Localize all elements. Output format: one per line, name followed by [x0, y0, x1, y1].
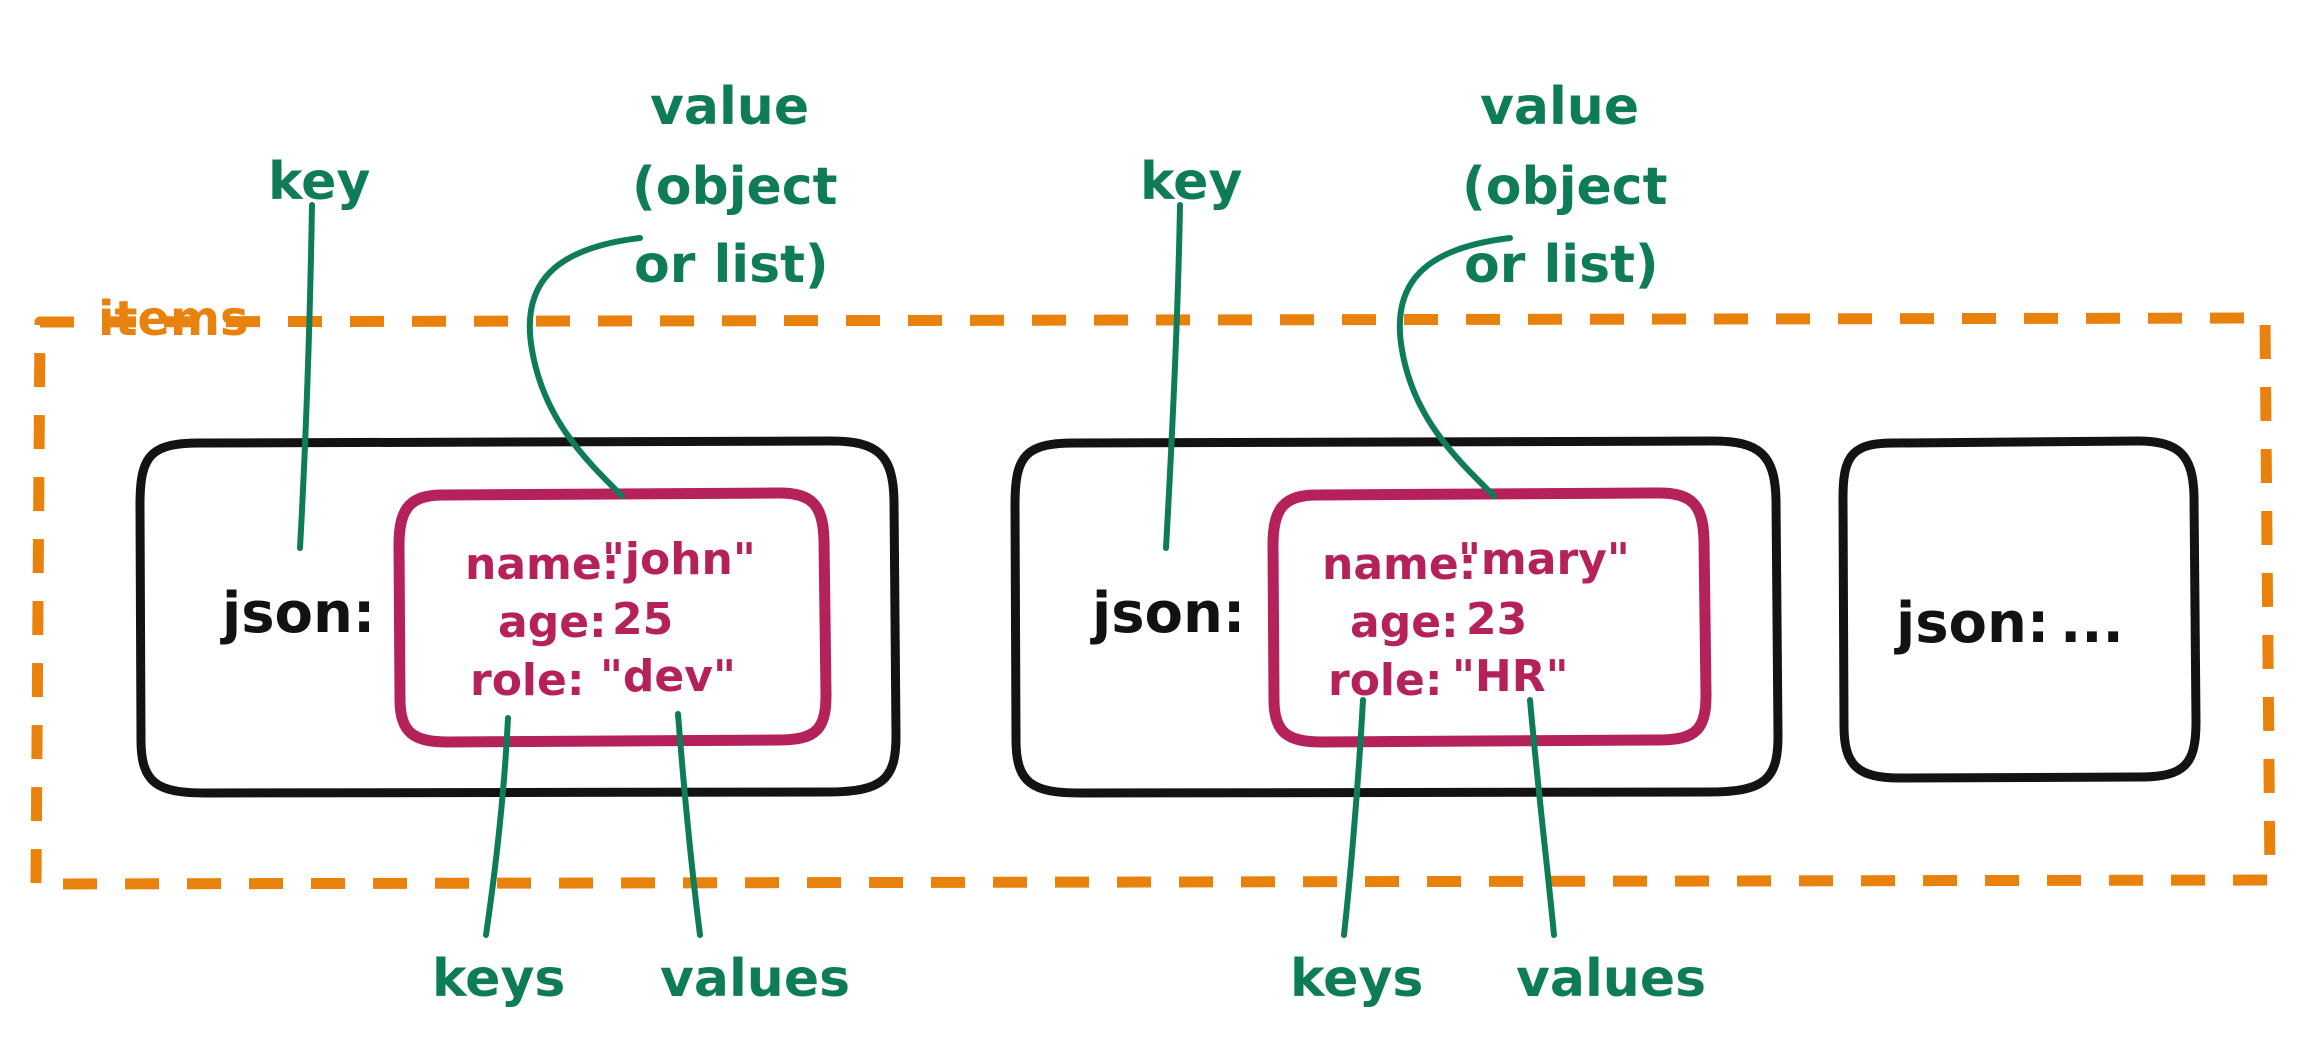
card-2-value-label-line2: (object — [1462, 157, 1668, 217]
card-1-line-3-value: "dev" — [600, 651, 736, 702]
card-2-value-label-line1: value — [1480, 77, 1639, 137]
card-1-keys-label: keys — [432, 949, 565, 1009]
card-2-value-box[interactable] — [1267, 487, 1712, 748]
card-2-outline[interactable] — [1010, 436, 1783, 798]
card-2-key-label: key — [1140, 152, 1242, 212]
card-2-line-3-key: role: — [1328, 655, 1442, 706]
card-1-value-leader-line — [526, 235, 643, 499]
items-label: items — [98, 291, 249, 347]
card-1-values-label: values — [660, 949, 850, 1009]
card-1-value-label-line3: or list) — [634, 235, 829, 295]
items-dashed-border — [30, 312, 2276, 890]
card-3-json-label: json: — [1894, 591, 2049, 656]
card-1-json-label: json: — [220, 581, 375, 646]
card-1-line-1-value: "john" — [602, 534, 756, 585]
card-1-value-label-line1: value — [650, 77, 809, 137]
card-1-line-2-key: age: — [498, 597, 607, 648]
card-2-keys-leader-line — [1341, 697, 1366, 938]
card-2-values-leader-line — [1527, 697, 1557, 938]
card-2-line-1-key: name: — [1322, 539, 1476, 590]
card-1-value-label-line2: (object — [632, 157, 838, 217]
card-1-outline[interactable] — [135, 436, 901, 798]
card-1-keys-leader-line — [483, 715, 511, 938]
card-2-keys-label: keys — [1290, 949, 1423, 1009]
card-2-values-label: values — [1516, 949, 1706, 1009]
card-2-line-2-key: age: — [1350, 597, 1459, 648]
card-2-line-3-value: "HR" — [1452, 651, 1569, 702]
card-2-value-label-line3: or list) — [1464, 235, 1659, 295]
card-1-value-box[interactable] — [393, 487, 832, 748]
card-1-line-1-key: name: — [465, 539, 619, 590]
card-1-line-3-key: role: — [470, 655, 584, 706]
card-3-ellipsis: ... — [2060, 591, 2124, 656]
card-1-key-label: key — [268, 152, 370, 212]
card-2-key-leader-line — [1163, 202, 1183, 551]
card-1-line-2-value: 25 — [612, 594, 673, 645]
card-2-line-1-value: "mary" — [1458, 534, 1630, 585]
card-1-key-leader-line — [297, 202, 315, 551]
card-2-line-2-value: 23 — [1466, 594, 1527, 645]
card-2-json-label: json: — [1090, 581, 1245, 646]
card-3-outline[interactable] — [1838, 436, 2201, 783]
card-1-values-leader-line — [675, 711, 703, 938]
card-2-value-leader-line — [1396, 235, 1513, 499]
